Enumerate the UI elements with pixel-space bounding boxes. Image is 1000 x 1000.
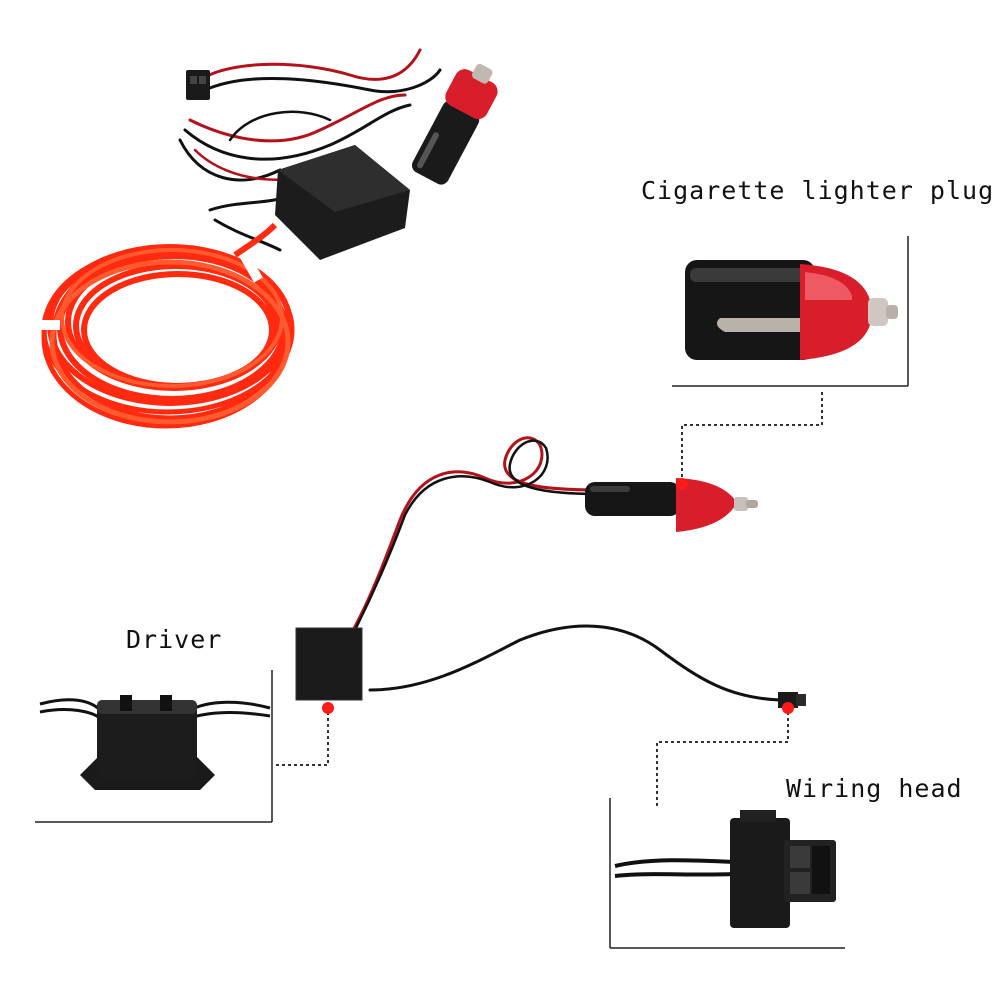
- el-wire-kit-photo: [40, 48, 498, 429]
- plug-detail-frame: [672, 236, 909, 387]
- wiring-head-label: Wiring head: [786, 774, 963, 803]
- kit-el-wire-coil: [40, 222, 295, 429]
- plug-leader-line: [681, 392, 823, 480]
- kit-cigarette-plug: [411, 63, 498, 185]
- wiring-connector-icon: [614, 810, 836, 928]
- driver-box-icon: [39, 695, 271, 790]
- kit-connector: [186, 70, 210, 100]
- assembly-wires: [350, 436, 782, 702]
- assembly-driver-box: [295, 627, 363, 701]
- driver-label: Driver: [126, 625, 223, 654]
- kit-wires: [178, 48, 442, 252]
- head-leader-line: [656, 712, 789, 808]
- head-detail-frame: [609, 798, 845, 949]
- assembly-cigarette-plug: [585, 478, 758, 532]
- driver-leader-line: [276, 712, 329, 766]
- driver-detail-frame: [35, 670, 273, 823]
- assembly-connector: [778, 692, 806, 708]
- head-marker-dot: [782, 702, 794, 714]
- kit-driver-box: [275, 145, 410, 260]
- plug-marker-dot: [676, 478, 688, 490]
- cigarette-lighter-plug-icon: [685, 260, 898, 360]
- driver-marker-dot: [322, 702, 334, 714]
- cigarette-lighter-plug-label: Cigarette lighter plug: [641, 176, 995, 205]
